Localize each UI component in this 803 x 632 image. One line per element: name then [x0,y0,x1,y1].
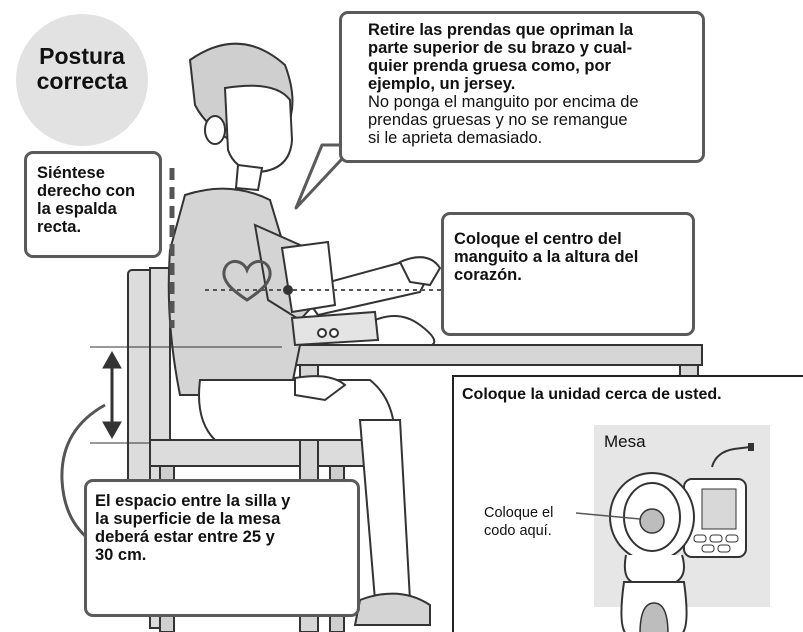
cuff-height-callout: Coloque el centro del manguito a la altu… [441,212,695,336]
distance-line-3: deberá estar entre 25 y [95,528,275,546]
distance-connector [60,403,106,542]
title-background [16,14,148,146]
distance-callout: El espacio entre la silla y la superfici… [84,479,360,617]
cuff-dot-icon [283,285,293,295]
distance-line-1: El espacio entre la silla y [95,492,291,510]
clothing-bold-line-2: parte superior de su brazo y cual- [368,39,633,57]
posture-callout: Siéntese derecho con la espalda recta. [24,151,162,258]
clothing-bold-line-4: ejemplo, un jersey. [368,75,516,93]
monitor-device [290,310,436,347]
unit-panel-title: Coloque la unidad cerca de usted. [462,386,722,403]
posture-line-3: la espalda [37,200,117,218]
posture-line-2: derecho con [37,182,136,200]
cuff-line-3: corazón. [454,266,522,284]
unit-illustration [575,425,770,632]
elbow-label-line-2: codo aquí. [484,523,552,539]
distance-line-4: 30 cm. [95,546,147,564]
clothing-line-6: prendas gruesas y no se remangue [368,111,628,129]
person [167,42,442,626]
cuff-line-1: Coloque el centro del [454,230,622,248]
double-arrow-icon [102,350,122,440]
posture-line-4: recta. [37,218,82,236]
title-line-1: Postura [39,43,125,69]
clothing-bold-line-1: Retire las prendas que opriman la [368,21,633,39]
clothing-line-7: si le aprieta demasiado. [368,129,543,147]
callout-tail [294,143,357,210]
elbow-label: Coloque el codo aquí. [484,504,566,540]
page-title: Postura correcta [16,44,148,94]
distance-line-2: la superficie de la mesa [95,510,281,528]
clothing-bold-line-3: quier prenda gruesa como, por [368,57,611,75]
elbow-label-line-1: Coloque el [484,505,554,521]
clothing-line-5: No ponga el manguito por encima de [368,93,639,111]
clothing-callout: Retire las prendas que opriman la parte … [339,11,705,163]
unit-placement-panel: Coloque la unidad cerca de usted. Mesa C… [452,375,803,632]
heart-icon [222,260,272,302]
cuff-line-2: manguito a la altura del [454,248,639,266]
title-line-2: correcta [36,68,128,94]
table-label: Mesa [604,432,646,451]
posture-line-1: Siéntese [37,164,105,182]
